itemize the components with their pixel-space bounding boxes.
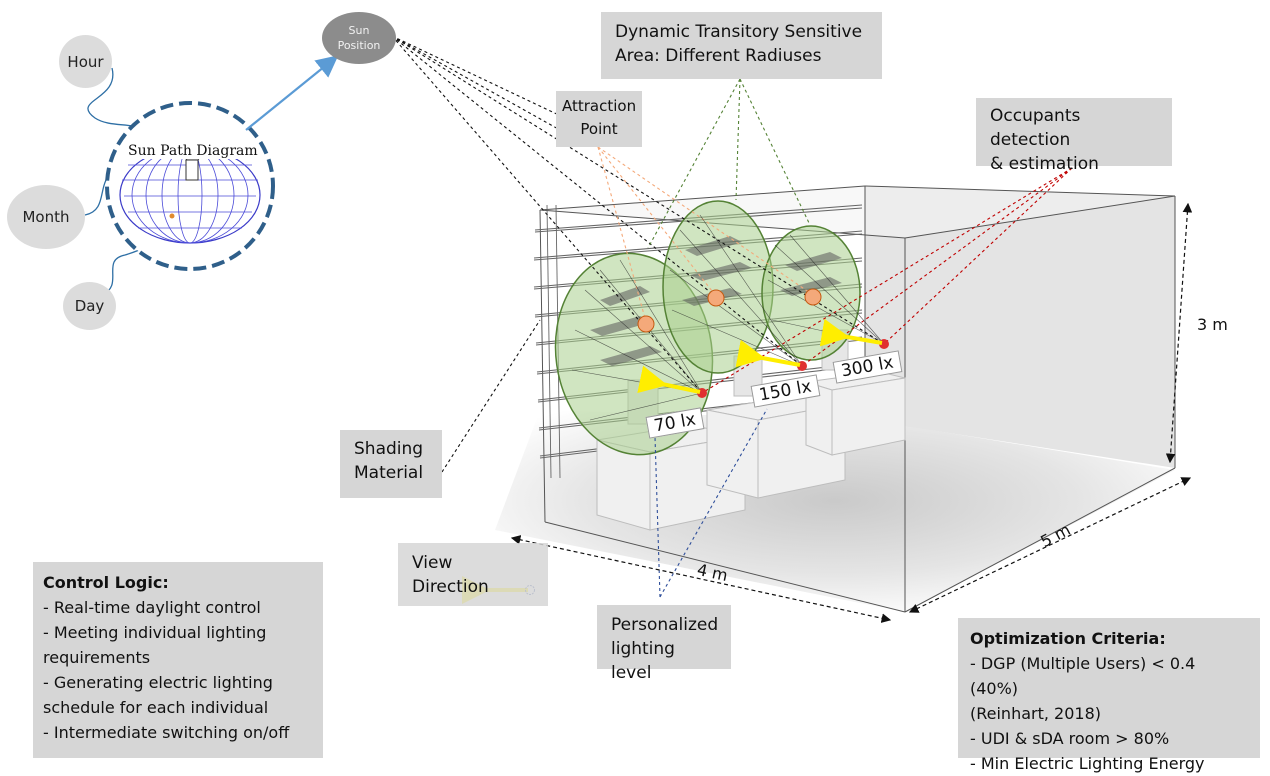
day-label: Day (74, 297, 105, 315)
optimization-line: - Min Electric Lighting Energy (970, 754, 1205, 773)
hour-node: Hour (59, 35, 112, 88)
control-logic-line: - Generating electric lighting (43, 673, 273, 692)
optimization-panel: Optimization Criteria: - DGP (Multiple U… (958, 618, 1260, 773)
shading-material-callout: Shading Material (340, 430, 442, 498)
occupants-line2: & estimation (990, 154, 1099, 174)
control-logic-panel: Control Logic: - Real-time daylight cont… (33, 562, 323, 758)
optimization-line: (Reinhart, 2018) (970, 704, 1101, 723)
personalized-callout: Personalized lighting level (597, 605, 731, 683)
sun-path-diagram-label: Sun Path Diagram (128, 143, 258, 159)
view-direction-label: View Direction (412, 553, 489, 597)
control-logic-title: Control Logic: (43, 573, 169, 592)
sensitive-areas (554, 200, 861, 456)
control-logic-list: - Real-time daylight control - Meeting in… (43, 595, 313, 745)
control-logic-line: - Meeting individual lighting (43, 623, 267, 642)
optimization-list: - DGP (Multiple Users) < 0.4 (40%) (Reinh… (970, 651, 1248, 776)
control-logic-line: requirements (43, 648, 151, 667)
view-direction-callout: View Direction (398, 543, 548, 606)
optimization-line: - DGP (Multiple Users) < 0.4 (40%) (970, 654, 1196, 698)
height-dimension: 3 m (1197, 315, 1228, 334)
shading-line1: Shading (354, 439, 424, 459)
control-logic-line: - Intermediate switching on/off (43, 723, 290, 742)
control-logic-line: - Real-time daylight control (43, 598, 261, 617)
personalized-line2: lighting level (611, 639, 675, 683)
sun-position-node: Sun Position (322, 12, 396, 64)
month-node: Month (7, 185, 85, 249)
hour-label: Hour (67, 52, 104, 71)
shading-line2: Material (354, 463, 424, 483)
day-node: Day (63, 282, 116, 330)
optimization-title: Optimization Criteria: (970, 629, 1166, 648)
attraction-line2: Point (580, 120, 618, 138)
dynamic-area-callout: Dynamic Transitory Sensitive Area: Diffe… (601, 12, 882, 79)
occupants-callout: Occupants detection & estimation (976, 98, 1172, 174)
sun-path-diagram (84, 55, 339, 296)
optimization-line: - UDI & sDA room > 80% (970, 729, 1170, 748)
dynamic-area-line2: Area: Different Radiuses (615, 46, 822, 66)
attraction-line1: Attraction (562, 97, 637, 115)
control-logic-line: schedule for each individual (43, 698, 269, 717)
occupants-line1: Occupants detection (990, 106, 1081, 150)
attraction-point-callout: Attraction Point (556, 91, 642, 147)
personalized-line1: Personalized (611, 615, 719, 635)
month-label: Month (22, 208, 70, 226)
dynamic-area-line1: Dynamic Transitory Sensitive (615, 22, 863, 42)
sun-position-line1: Sun (348, 24, 370, 37)
room-box (533, 185, 1176, 613)
sun-position-line2: Position (337, 39, 381, 52)
